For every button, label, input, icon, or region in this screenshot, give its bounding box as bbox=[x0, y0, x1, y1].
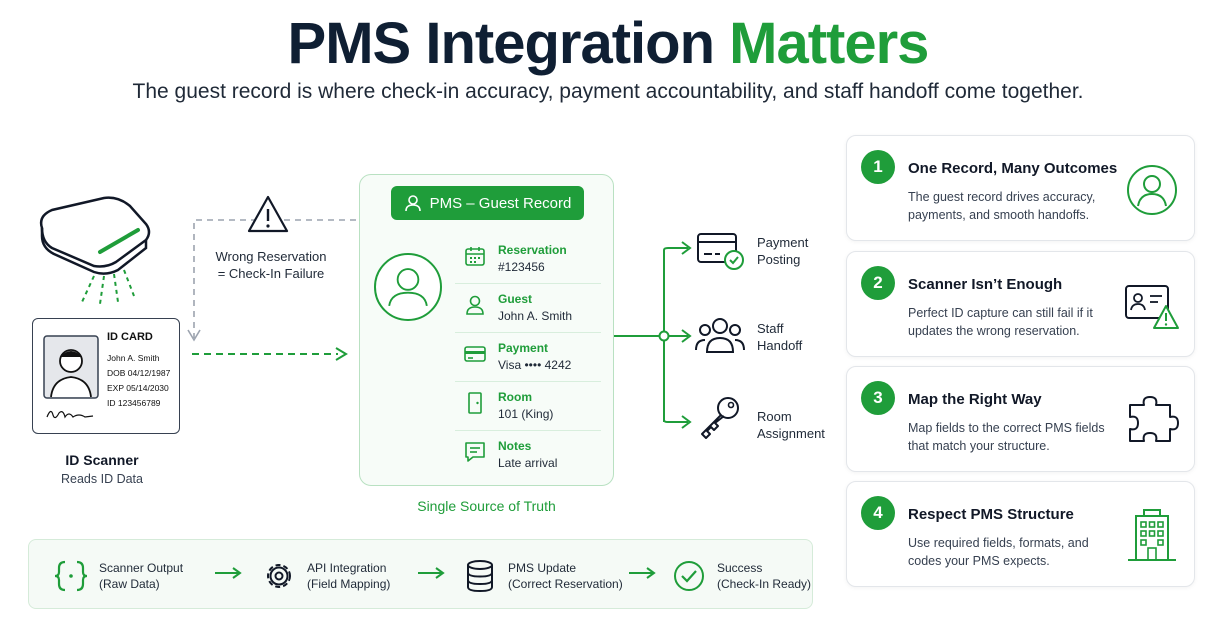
person-icon bbox=[404, 195, 421, 212]
arrow-right-icon bbox=[629, 567, 656, 579]
field-label: Guest bbox=[498, 292, 533, 306]
arrow-right-icon bbox=[215, 567, 242, 579]
integration-pipeline: Scanner Output (Raw Data) API Integration… bbox=[28, 539, 813, 609]
pms-guest-record-card bbox=[359, 174, 614, 486]
credit-card-icon bbox=[464, 346, 486, 362]
step-card-2: 2 Scanner Isn’t Enough Perfect ID captur… bbox=[846, 251, 1195, 357]
step-description: Map fields to the correct PMS fields tha… bbox=[908, 421, 1105, 453]
step-number: 2 bbox=[861, 266, 895, 300]
step-description: Use required fields, formats, and codes … bbox=[908, 536, 1089, 568]
scanner-label: ID Scanner bbox=[65, 452, 139, 468]
pipeline-line-1: API Integration bbox=[307, 561, 387, 575]
id-card-number: ID 123456789 bbox=[107, 398, 161, 408]
output-line-1: Room bbox=[757, 409, 792, 424]
pms-field-notes: Notes Late arrival bbox=[455, 431, 601, 480]
title-main: PMS Integration bbox=[287, 11, 715, 76]
pipeline-step-success: Success (Check-In Ready) bbox=[671, 556, 811, 596]
person-icon bbox=[466, 295, 484, 315]
key-icon bbox=[701, 397, 739, 439]
pipeline-line-1: Scanner Output bbox=[99, 561, 184, 575]
gear-icon bbox=[267, 564, 291, 588]
id-card: ID CARD John A. Smith DOB 04/12/1987 EXP… bbox=[32, 318, 180, 434]
user-circle-icon bbox=[1127, 165, 1177, 215]
page-subtitle: The guest record is where check-in accur… bbox=[132, 80, 1084, 103]
warning-line-2: = Check-In Failure bbox=[217, 266, 325, 281]
output-line-1: Staff bbox=[757, 321, 784, 336]
step-number: 4 bbox=[861, 496, 895, 530]
database-icon bbox=[467, 560, 493, 593]
pms-field-guest: Guest John A. Smith bbox=[455, 284, 601, 333]
pipeline-line-2: (Correct Reservation) bbox=[508, 577, 623, 591]
step-card-1: 1 One Record, Many Outcomes The guest re… bbox=[846, 135, 1195, 241]
scanner-to-pms-connectors bbox=[187, 219, 356, 361]
step-title: One Record, Many Outcomes bbox=[908, 160, 1118, 177]
puzzle-icon bbox=[1129, 396, 1179, 442]
id-card-dob: DOB 04/12/1987 bbox=[107, 368, 171, 378]
id-card-title: ID CARD bbox=[107, 331, 153, 343]
field-label: Notes bbox=[498, 439, 532, 453]
field-value: John A. Smith bbox=[498, 309, 573, 323]
people-icon bbox=[695, 318, 745, 353]
pipeline-step-api-integration: API Integration (Field Mapping) bbox=[261, 556, 390, 596]
pipeline-line-2: (Field Mapping) bbox=[307, 577, 391, 591]
calendar-icon bbox=[465, 247, 485, 266]
pipeline-step-scanner-output: Scanner Output (Raw Data) bbox=[53, 556, 183, 596]
scanner-device-icon bbox=[39, 196, 151, 305]
pms-field-payment: Payment Visa •••• 4242 bbox=[455, 333, 601, 382]
signature-icon bbox=[46, 410, 94, 419]
pms-header-label: PMS – Guest Record bbox=[429, 194, 572, 212]
building-icon bbox=[1128, 509, 1176, 561]
step-title: Map the Right Way bbox=[908, 391, 1042, 408]
note-icon bbox=[465, 442, 485, 462]
scanner-sublabel: Reads ID Data bbox=[61, 472, 143, 486]
title-accent: Matters bbox=[729, 11, 929, 76]
step-card-3: 3 Map the Right Way Map fields to the co… bbox=[846, 366, 1195, 472]
output-line-2: Handoff bbox=[757, 338, 803, 353]
pms-field-room: Room 101 (King) bbox=[455, 382, 601, 431]
id-card-exp: EXP 05/14/2030 bbox=[107, 383, 169, 393]
arrow-right-icon bbox=[418, 567, 445, 579]
field-label: Reservation bbox=[498, 243, 567, 257]
pipeline-line-2: (Raw Data) bbox=[99, 577, 160, 591]
output-line-1: Payment bbox=[757, 235, 809, 250]
field-value: #123456 bbox=[498, 260, 545, 274]
step-description: The guest record drives accuracy, paymen… bbox=[908, 190, 1096, 222]
field-value: Visa •••• 4242 bbox=[498, 358, 572, 372]
guest-avatar-icon bbox=[374, 253, 442, 321]
pms-output-connectors bbox=[614, 241, 692, 429]
pipeline-line-1: PMS Update bbox=[508, 561, 577, 575]
warning-line-1: Wrong Reservation bbox=[215, 249, 327, 264]
page-title: PMS Integration Matters bbox=[0, 10, 1216, 77]
field-label: Room bbox=[498, 390, 532, 404]
id-warning-icon bbox=[1125, 285, 1179, 329]
id-card-name: John A. Smith bbox=[107, 353, 160, 363]
field-value: Late arrival bbox=[498, 456, 558, 470]
id-photo-icon bbox=[43, 335, 99, 399]
pipeline-line-2: (Check-In Ready) bbox=[717, 577, 812, 591]
step-title: Respect PMS Structure bbox=[908, 506, 1074, 523]
pipeline-step-pms-update: PMS Update (Correct Reservation) bbox=[462, 556, 623, 596]
output-line-2: Posting bbox=[757, 252, 801, 267]
door-icon bbox=[468, 392, 482, 414]
field-label: Payment bbox=[498, 341, 549, 355]
step-number: 1 bbox=[861, 150, 895, 184]
warning-icon bbox=[247, 195, 289, 233]
card-check-icon bbox=[697, 233, 744, 270]
pipeline-line-1: Success bbox=[717, 561, 763, 575]
step-card-4: 4 Respect PMS Structure Use required fie… bbox=[846, 481, 1195, 587]
pms-header: PMS – Guest Record bbox=[391, 186, 584, 220]
pms-field-reservation: Reservation #123456 bbox=[455, 235, 601, 284]
step-description: Perfect ID capture can still fail if it … bbox=[908, 306, 1093, 338]
step-number: 3 bbox=[861, 381, 895, 415]
pms-caption: Single Source of Truth bbox=[417, 498, 556, 514]
braces-icon bbox=[54, 560, 88, 592]
output-line-2: Assignment bbox=[757, 426, 825, 441]
field-value: 101 (King) bbox=[498, 407, 554, 421]
check-circle-icon bbox=[674, 561, 704, 591]
step-title: Scanner Isn’t Enough bbox=[908, 276, 1063, 293]
